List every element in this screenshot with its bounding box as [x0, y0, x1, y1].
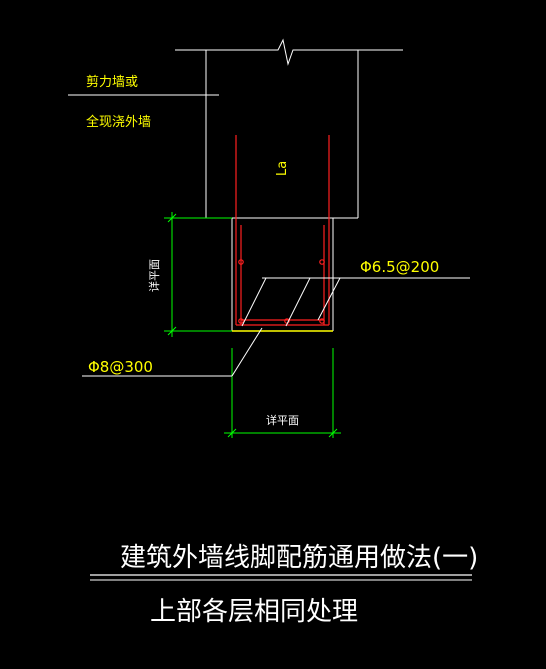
width-dim-tick-left: [227, 428, 237, 438]
width-dimension-label: 详平面: [266, 413, 299, 427]
rebar-group: [235, 135, 330, 326]
ledge-outline: [231, 218, 334, 332]
rebar-dot-bottom-left: [238, 318, 244, 324]
drawing-subtitle: 上部各层相同处理: [150, 597, 358, 627]
rebar-dot-top-left: [238, 259, 244, 265]
drawing-title: 建筑外墙线脚配筋通用做法(一): [120, 543, 478, 573]
height-dimension-label: 详平面: [147, 259, 161, 292]
height-dim-tick-top: [167, 213, 177, 223]
stirrup-spec-label: Φ6.5@200: [360, 258, 439, 276]
bar-spec-label: Φ8@300: [88, 358, 153, 376]
stirrup-leader-slash-1: [241, 277, 267, 327]
height-dim-tick-bottom: [167, 326, 177, 336]
stirrup-leader-slash-2: [285, 277, 311, 327]
rebar-dot-bottom-right: [319, 318, 325, 324]
wall-type-label-1: 剪力墙或: [86, 74, 138, 90]
stirrup-leader-slash-3: [317, 277, 341, 321]
width-dim-tick-right: [328, 428, 338, 438]
wall-top-break-line: [175, 38, 403, 66]
wall-type-label-2: 全现浇外墙: [86, 114, 151, 130]
height-dimension: [164, 212, 232, 337]
bar-leader-slope: [231, 327, 263, 377]
anchor-length-label: La: [275, 161, 290, 176]
spec-leaders: [82, 277, 470, 377]
rebar-dot-top-right: [319, 259, 325, 265]
wall-outline: [175, 38, 403, 219]
width-dimension: [224, 348, 341, 438]
